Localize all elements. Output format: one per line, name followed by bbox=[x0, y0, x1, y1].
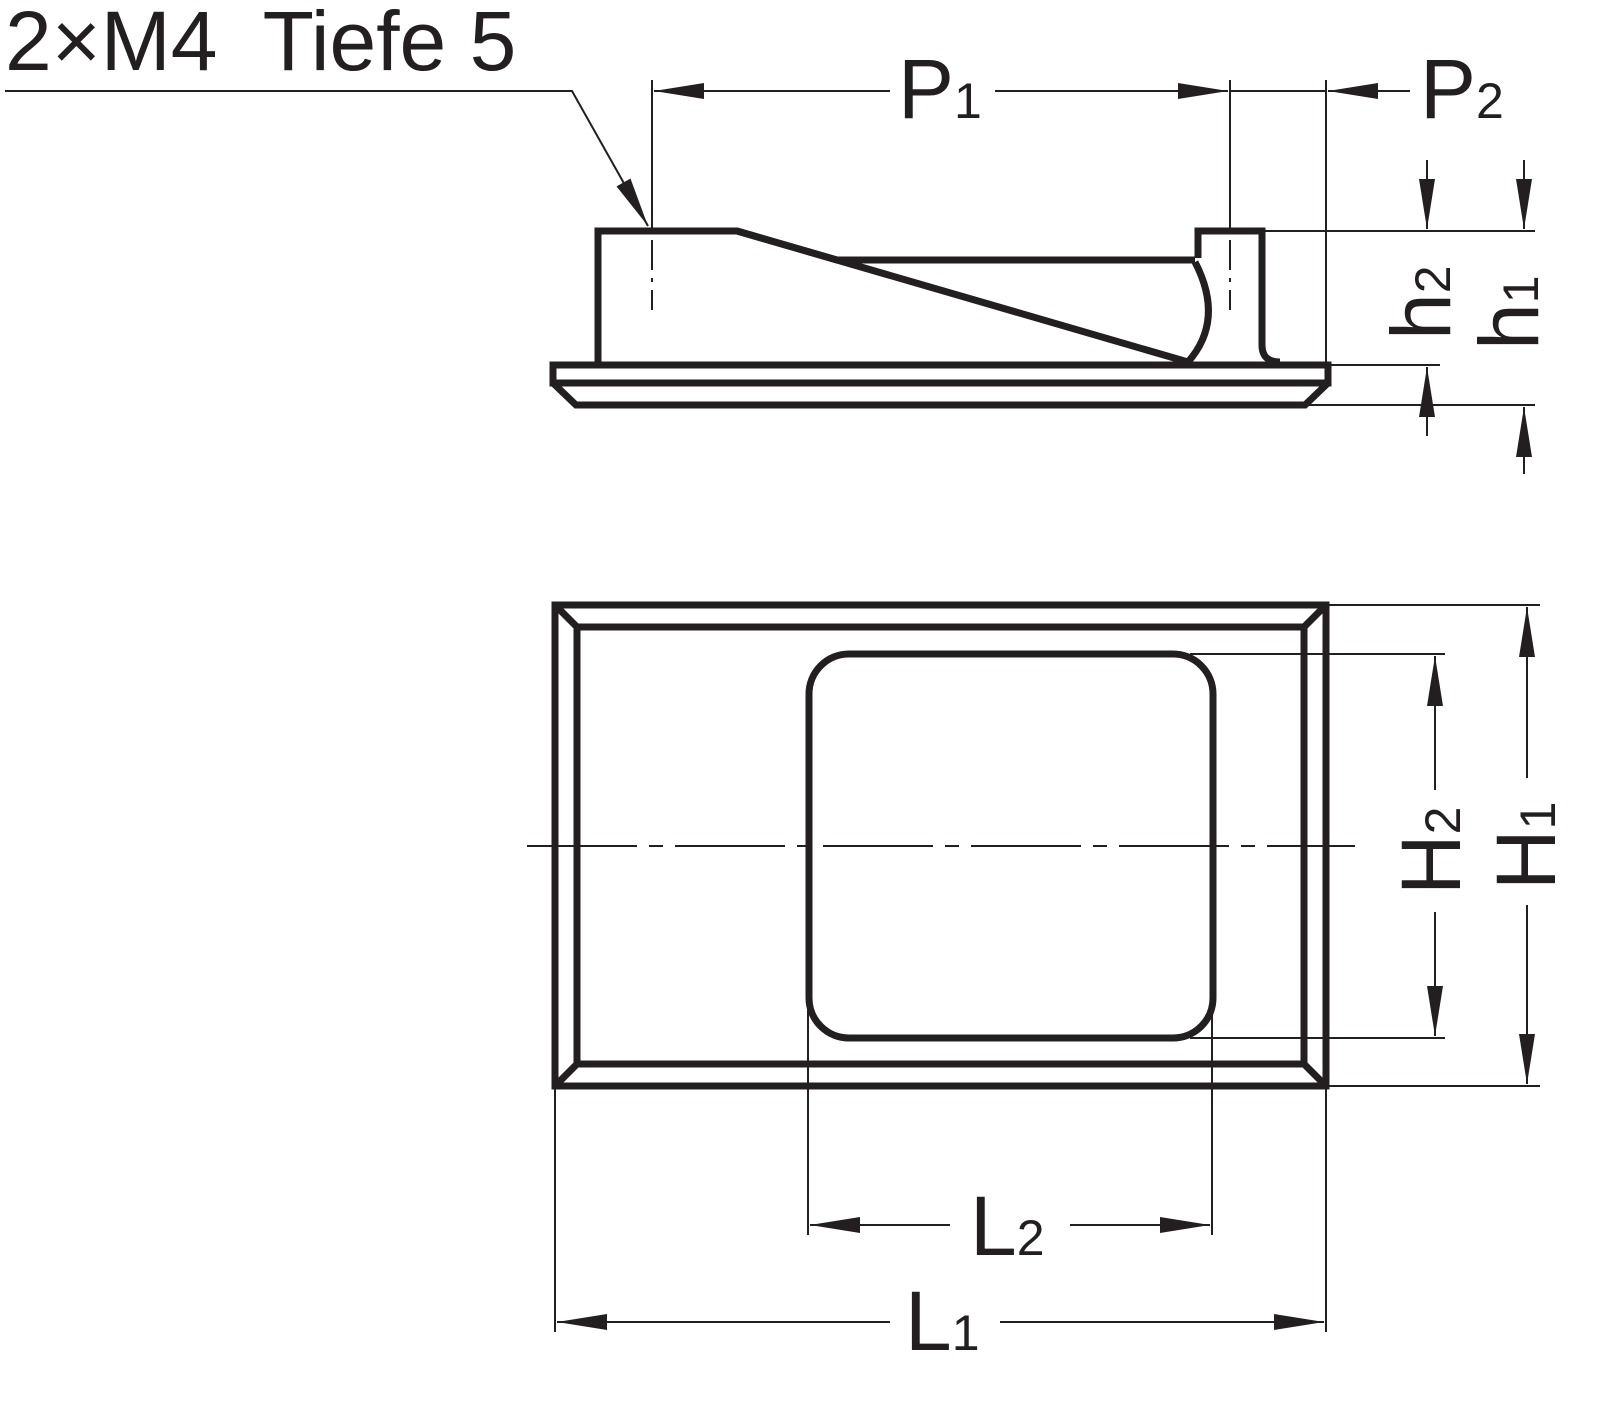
callout-leader bbox=[5, 90, 649, 227]
L2-label: L2 bbox=[970, 1179, 1045, 1273]
p2-label: P2 bbox=[1420, 42, 1504, 136]
top-view bbox=[527, 601, 1355, 1090]
L1-label: L1 bbox=[905, 1274, 980, 1368]
H2-label: H2 bbox=[1384, 807, 1478, 895]
h1-label: h1 bbox=[1462, 275, 1556, 350]
thread-callout: 2×M4 Tiefe 5 bbox=[5, 0, 516, 88]
p1-label: P1 bbox=[898, 42, 982, 136]
H1-label: H1 bbox=[1479, 802, 1573, 890]
side-view bbox=[549, 227, 1332, 409]
h2-label: h2 bbox=[1374, 265, 1468, 340]
